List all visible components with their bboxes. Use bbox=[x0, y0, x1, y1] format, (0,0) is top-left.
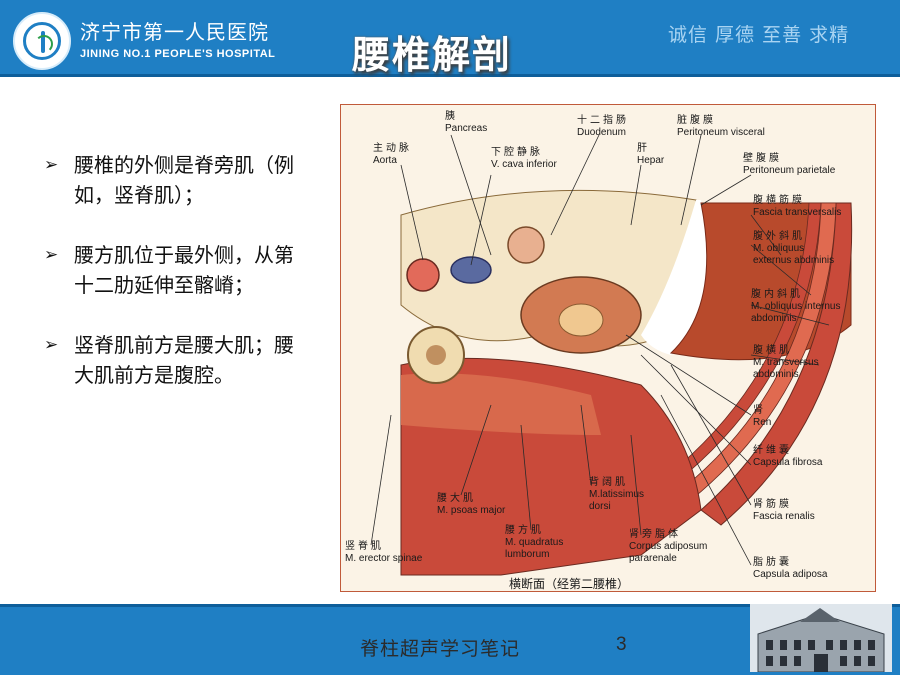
bullet-list: ➢ 腰椎的外侧是脊旁肌（例如，竖脊肌）； ➢ 腰方肌位于最外侧，从第十二肋延伸至髂嵴… bbox=[44, 150, 294, 420]
bullet-item: ➢ 腰椎的外侧是脊旁肌（例如，竖脊肌）； bbox=[44, 150, 294, 210]
figure-caption: 横断面（经第二腰椎） bbox=[509, 577, 630, 591]
bullet-text: 竖脊肌前方是腰大肌；腰大肌前方是腹腔。 bbox=[74, 333, 294, 387]
page-number: 3 bbox=[616, 634, 627, 655]
hospital-logo-icon bbox=[13, 12, 71, 70]
footer-divider bbox=[0, 604, 900, 607]
pointer-lines bbox=[370, 134, 830, 566]
footer-text: 脊柱超声学习笔记 bbox=[360, 638, 521, 660]
bullet-item: ➢ 竖脊肌前方是腰大肌；腰大肌前方是腹腔。 bbox=[44, 330, 294, 390]
cross-section-illustration bbox=[370, 134, 853, 576]
duodenum-shape bbox=[507, 226, 545, 264]
slide-title: 腰椎解剖 bbox=[352, 33, 513, 77]
header-divider bbox=[0, 74, 900, 77]
bullet-text: 腰方肌位于最外侧，从第十二肋延伸至髂嵴； bbox=[74, 243, 294, 297]
hospital-building-image bbox=[750, 604, 892, 672]
hospital-motto: 诚信 厚德 至善 求精 bbox=[668, 24, 850, 46]
building-illustration bbox=[750, 604, 892, 672]
arrow-bullet-icon: ➢ bbox=[44, 245, 59, 265]
hospital-name-cn: 济宁市第一人民医院 bbox=[80, 20, 269, 44]
arrow-bullet-icon: ➢ bbox=[44, 335, 59, 355]
body-wall-muscle bbox=[700, 202, 853, 526]
header-bar bbox=[0, 0, 900, 76]
aorta-shape bbox=[406, 258, 440, 292]
bullet-text: 腰椎的外侧是脊旁肌（例如，竖脊肌）； bbox=[74, 153, 294, 207]
bullet-item: ➢ 腰方肌位于最外侧，从第十二肋延伸至髂嵴； bbox=[44, 240, 294, 300]
ivc-shape bbox=[450, 256, 492, 284]
hospital-name-en: JINING NO.1 PEOPLE'S HOSPITAL bbox=[80, 48, 276, 60]
arrow-bullet-icon: ➢ bbox=[44, 155, 59, 175]
